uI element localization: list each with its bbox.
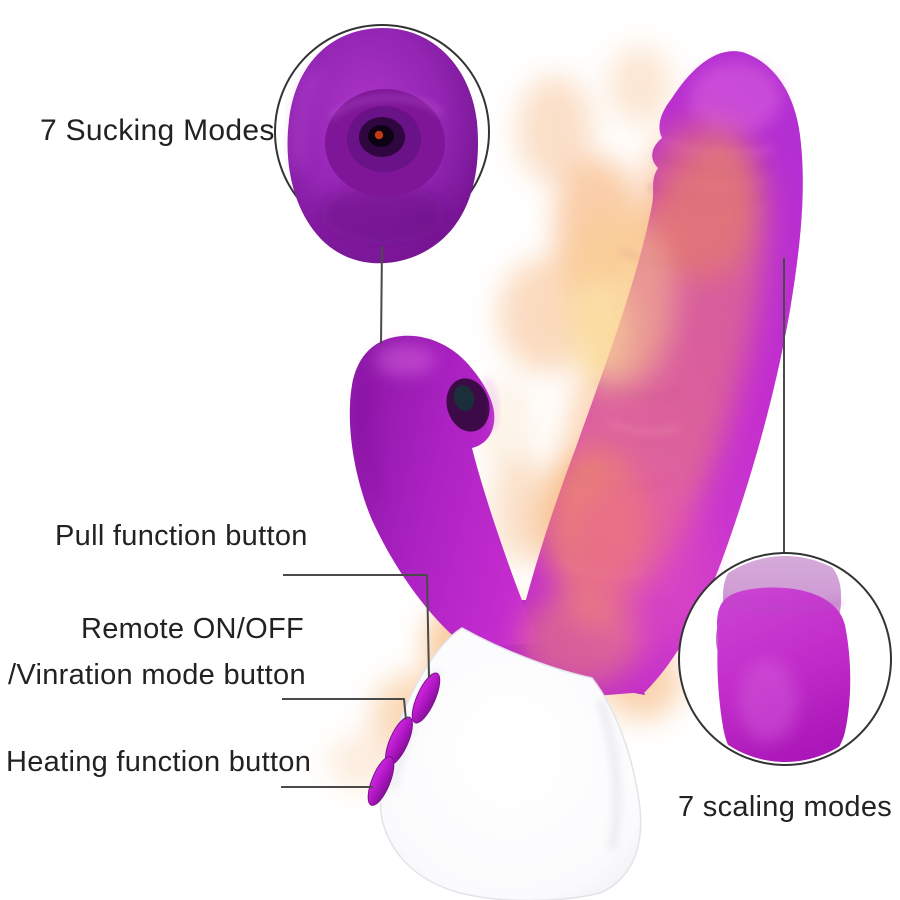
suction-closeup-inset (274, 24, 490, 264)
shaft-closeup-inset (678, 552, 892, 766)
heating-function-button (367, 756, 395, 806)
label-scaling-modes: 7 scaling modes (678, 791, 893, 823)
label-vibration-mode: /Vinration mode button (8, 659, 306, 691)
flame-effect-front (520, 120, 766, 688)
suction-arm (349, 335, 540, 650)
connector-vibration-line (282, 698, 407, 721)
connector-lines (281, 245, 785, 788)
label-sucking-modes: 7 Sucking Modes (40, 114, 275, 147)
label-heating-function: Heating function button (6, 746, 312, 778)
connector-pull-line (283, 574, 430, 679)
handle-buttons (367, 672, 441, 806)
label-remote-on-off: Remote ON/OFF (81, 613, 305, 645)
label-pull-function: Pull function button (55, 520, 308, 552)
connector-suction-inset-line (380, 245, 383, 345)
pull-function-button (411, 672, 441, 724)
handle-body (379, 627, 642, 900)
suction-dot (374, 130, 384, 140)
